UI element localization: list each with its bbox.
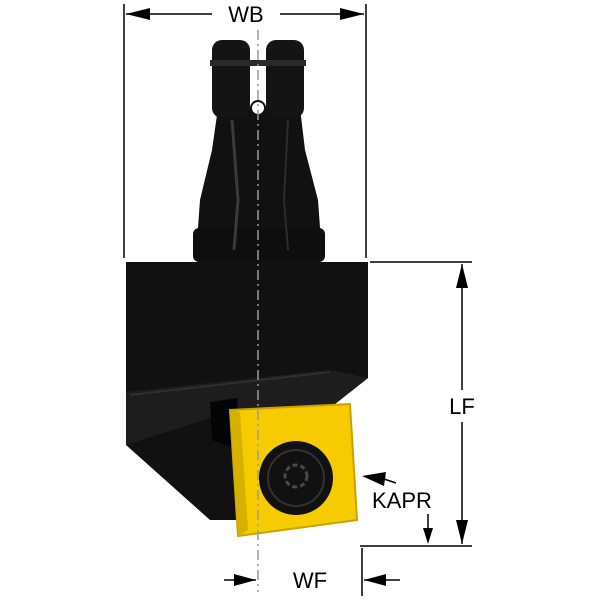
dimension-lf: LF [360,261,475,547]
kapr-label: KAPR [372,488,432,513]
insert [228,402,359,538]
wf-label: WF [293,568,327,593]
head-edge-highlight [129,371,331,396]
coupling-band [210,60,306,66]
kapr-arrow-down-icon [423,528,433,544]
wb-label: WB [228,2,263,27]
dimension-kapr: KAPR [362,472,433,544]
wf-arrow-left-icon [234,574,256,586]
wb-arrow-right-icon [340,8,364,20]
insert-shade [230,410,248,536]
insert-screw [259,441,333,515]
wf-arrow-right-icon [364,574,386,586]
dimension-wf: WF [224,548,400,596]
coupling-right-lobe [266,40,304,118]
shank-collar [193,228,325,262]
kapr-arrow-icon [362,472,386,486]
shank-highlight [230,119,240,251]
coupling-left-lobe [212,40,250,118]
lf-label: LF [449,394,475,419]
shank [193,40,325,262]
shank-highlight-right [282,119,289,251]
torx-recess-icon [283,463,309,489]
lf-arrow-bottom-icon [456,520,468,544]
shank-body [196,108,322,255]
wb-arrow-left-icon [126,8,150,20]
lf-arrow-top-icon [456,264,468,288]
dimension-wb: WB [123,2,367,258]
kapr-leader [383,478,397,484]
insert-screw-ring [267,449,325,507]
